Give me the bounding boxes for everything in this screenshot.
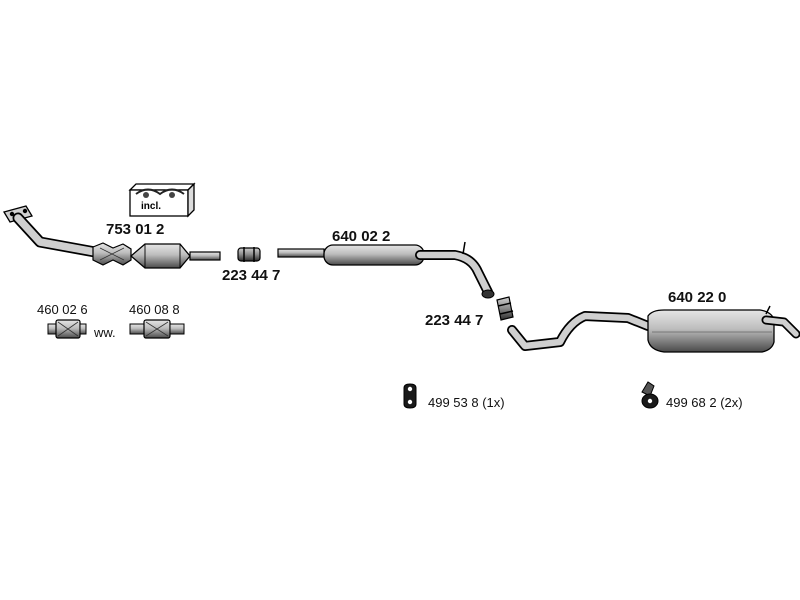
incl-box-label: incl. bbox=[139, 201, 164, 212]
part-number-middle-silencer: 640 02 2 bbox=[332, 228, 391, 245]
part-number-front-pipe: 753 01 2 bbox=[106, 221, 165, 238]
clamp-2-part bbox=[496, 296, 514, 321]
part-number-rubber-mount-1: 499 53 8 (1x) bbox=[428, 395, 505, 410]
rubber-mount-2-part bbox=[641, 381, 659, 409]
middle-silencer-part bbox=[277, 241, 495, 299]
front-pipe-catalyst bbox=[3, 205, 221, 269]
rubber-mount-1-part bbox=[403, 383, 417, 409]
part-number-rear-silencer: 640 22 0 bbox=[668, 289, 727, 306]
part-number-clamp-1: 223 44 7 bbox=[222, 267, 281, 284]
flex-pipe-1-part bbox=[47, 319, 87, 339]
flex-pipe-2-part bbox=[129, 319, 185, 339]
part-number-rubber-mount-2: 499 68 2 (2x) bbox=[666, 395, 743, 410]
part-number-clamp-2: 223 44 7 bbox=[425, 312, 484, 329]
clamp-1-part bbox=[237, 247, 261, 262]
part-number-flex-pipe-2: 460 08 8 bbox=[129, 302, 180, 317]
rear-silencer-part bbox=[507, 305, 800, 353]
part-number-flex-pipe-1: 460 02 6 bbox=[37, 302, 88, 317]
flex-pipe-separator: ww. bbox=[94, 325, 116, 340]
